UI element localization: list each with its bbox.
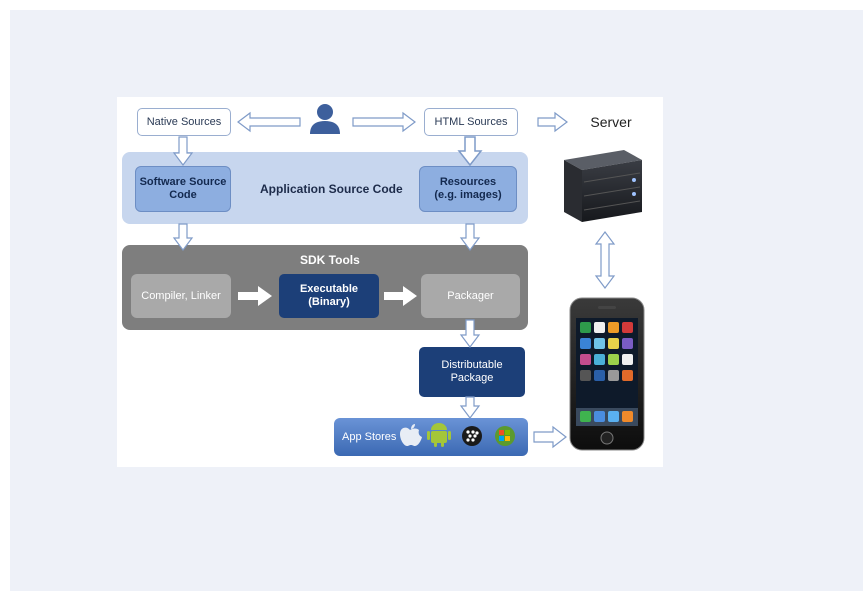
executable-line1: Executable [299, 283, 359, 295]
software-source-code-box: Software Source Code [135, 166, 231, 212]
html-sources-box: HTML Sources [424, 108, 518, 136]
arrow-html-to-server [537, 111, 568, 133]
arrow-software-to-compiler [172, 223, 194, 251]
arrow-resources-to-packager [459, 223, 481, 251]
sdk-tools-label: SDK Tools [300, 253, 360, 267]
distributable-package-box: Distributable Package [419, 347, 525, 397]
app-stores-label: App Stores [342, 430, 397, 443]
windows-icon [495, 426, 515, 446]
arrow-user-to-native [237, 111, 301, 133]
server-label: Server [590, 113, 632, 130]
compiler-linker-box: Compiler, Linker [131, 274, 231, 318]
application-source-code-label: Application Source Code [260, 182, 403, 196]
arrow-html-to-resources [457, 136, 483, 167]
server-icon [564, 150, 642, 222]
packager-box: Packager [421, 274, 520, 318]
arrow-packager-to-distributable [459, 319, 481, 348]
resources-line2: (e.g. images) [434, 189, 502, 201]
executable-line2: (Binary) [308, 296, 350, 308]
apple-icon [400, 424, 422, 446]
blackberry-icon [462, 426, 482, 446]
arrow-compiler-to-executable [238, 286, 272, 306]
packager-label: Packager [447, 289, 494, 302]
native-sources-box: Native Sources [137, 108, 231, 136]
resources-line1: Resources [439, 176, 497, 188]
html-sources-label: HTML Sources [434, 115, 508, 128]
executable-box: Executable (Binary) [279, 274, 379, 318]
arrow-server-phone [594, 231, 616, 289]
compiler-linker-label: Compiler, Linker [141, 289, 221, 302]
arrow-appstores-to-phone [533, 425, 567, 449]
native-sources-label: Native Sources [146, 115, 222, 128]
arrow-distributable-to-appstores [459, 396, 481, 419]
arrow-executable-to-packager [384, 286, 417, 306]
distributable-line2: Package [450, 372, 494, 384]
android-icon [427, 423, 451, 447]
software-source-code-line1: Software Source [139, 176, 227, 188]
user-icon [310, 104, 340, 134]
arrow-native-to-software [172, 136, 194, 166]
distributable-line1: Distributable [441, 359, 503, 371]
software-source-code-line2: Code [169, 189, 197, 201]
arrow-user-to-html [352, 111, 416, 133]
resources-box: Resources (e.g. images) [419, 166, 517, 212]
smartphone-icon [569, 297, 645, 451]
